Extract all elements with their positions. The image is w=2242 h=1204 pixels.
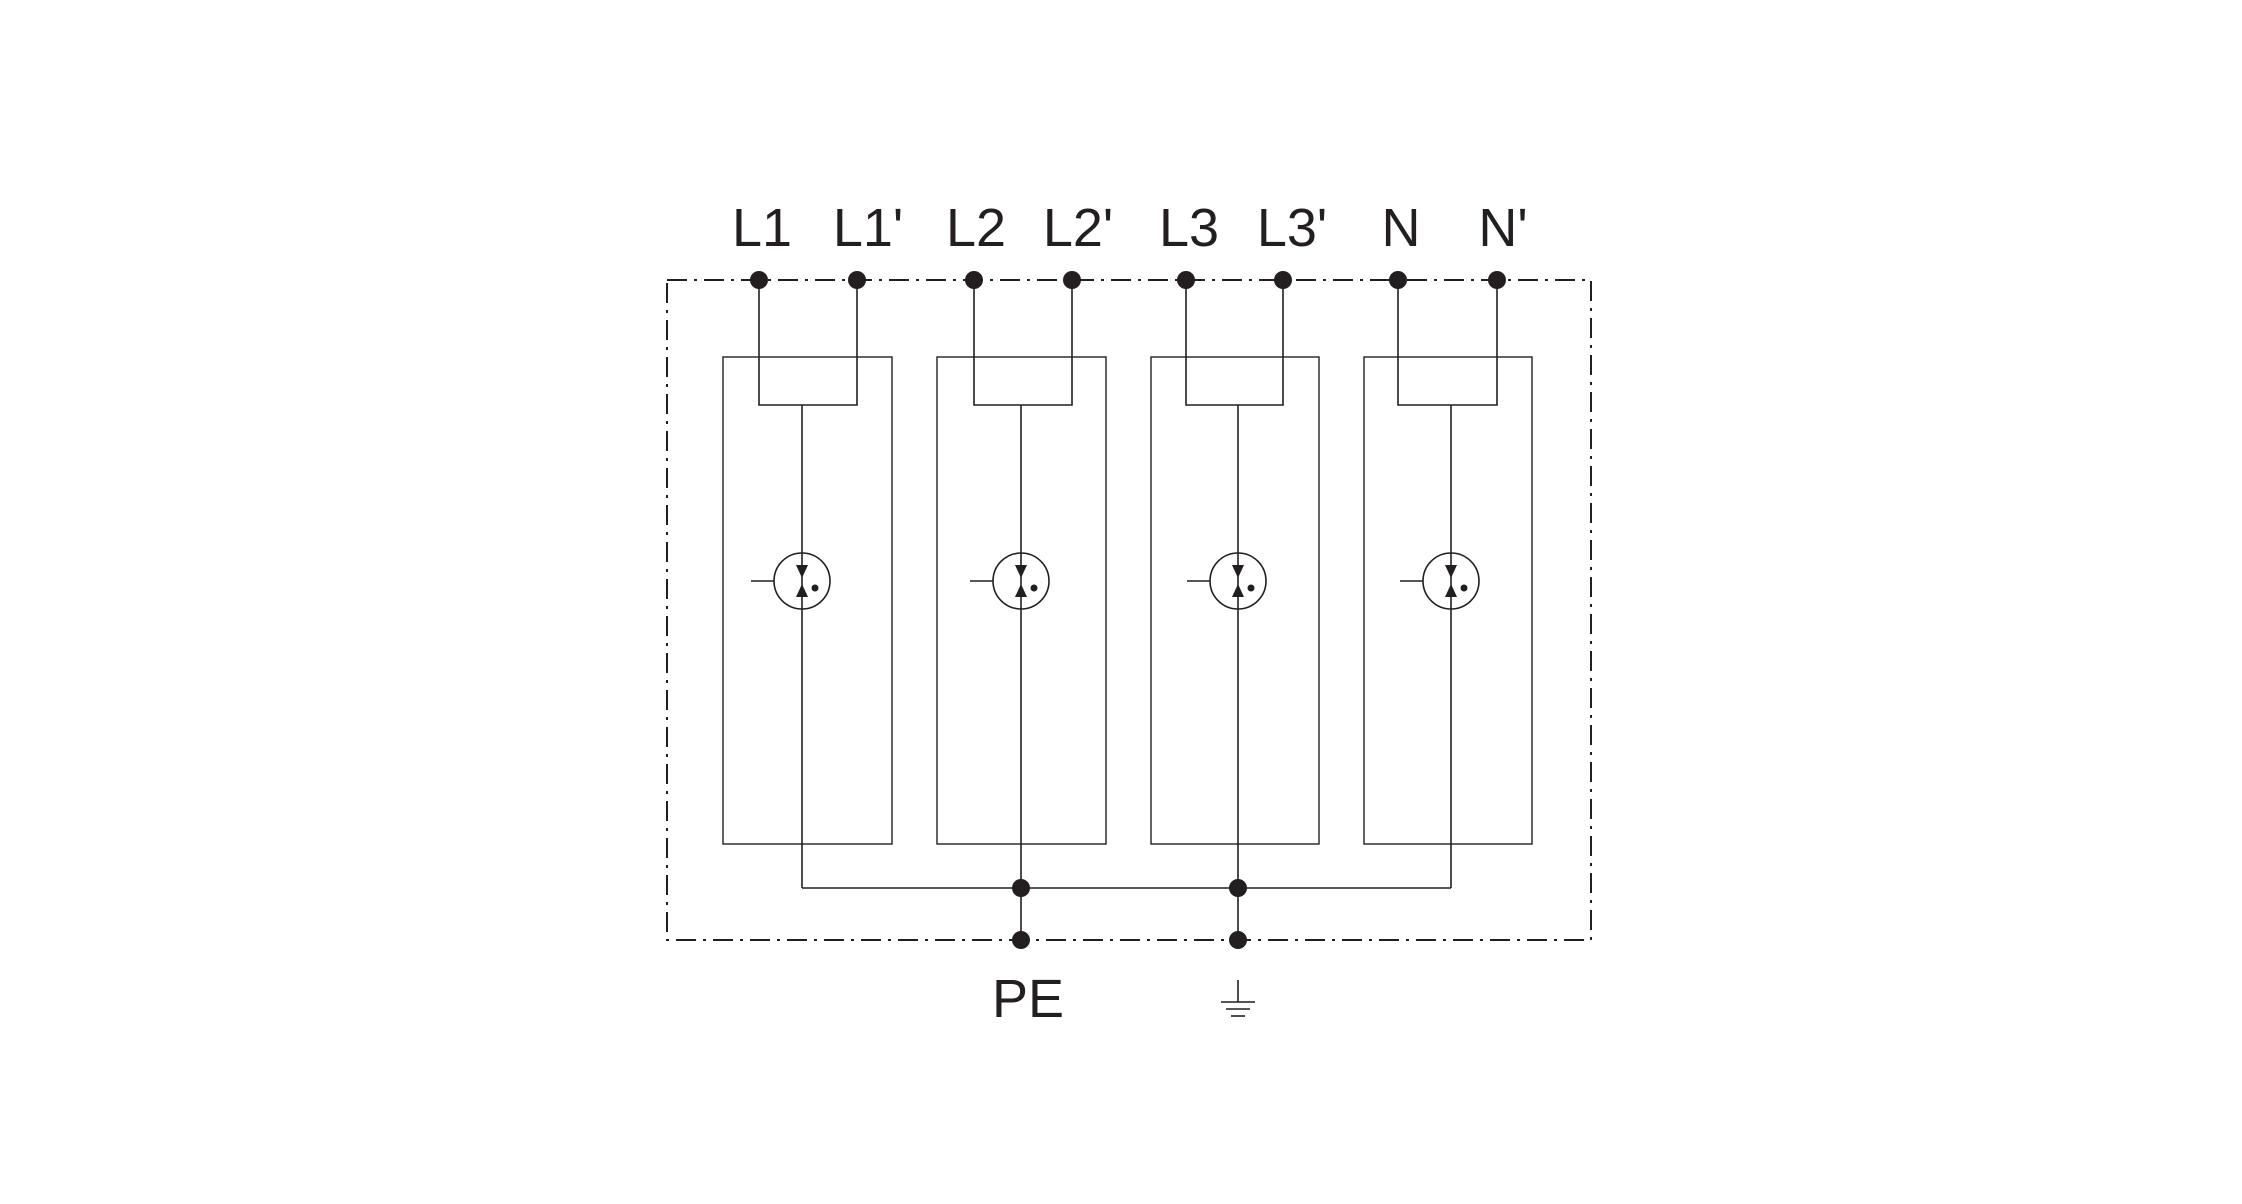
module-l2 — [936, 280, 1107, 888]
terminal-bridge — [973, 280, 1073, 406]
terminal-nodes — [750, 271, 1506, 949]
terminal-label-l2: L2 — [946, 198, 1006, 258]
terminal-label-pe: PE — [992, 969, 1064, 1029]
terminal-label-np: N' — [1478, 198, 1527, 258]
junction-node-ground — [1229, 879, 1247, 897]
terminal-label-n: N — [1382, 198, 1421, 258]
module-housing — [1150, 356, 1320, 845]
module-housing — [722, 356, 893, 845]
common-bus — [802, 887, 1451, 940]
module-l3 — [1150, 280, 1320, 888]
terminal-label-l3: L3 — [1159, 198, 1219, 258]
protection-modules — [722, 280, 1533, 888]
terminal-label-l1: L1 — [732, 198, 792, 258]
terminal-node-l1 — [750, 271, 768, 289]
terminal-node-l3 — [1177, 271, 1195, 289]
terminal-bridge — [1185, 280, 1284, 406]
surge-protection-element-icon — [773, 552, 831, 610]
terminal-node-ground — [1229, 931, 1247, 949]
terminal-node-l3p — [1274, 271, 1292, 289]
top-terminal-labels: L1 L1' L2 L2' L3 L3' N N' — [732, 198, 1528, 258]
terminal-label-l1p: L1' — [833, 198, 903, 258]
terminal-label-l3p: L3' — [1257, 198, 1327, 258]
terminal-node-l2 — [965, 271, 983, 289]
surge-protection-element-icon — [1209, 552, 1267, 610]
ground-symbol-icon — [1221, 980, 1255, 1017]
enclosure-boundary — [666, 279, 1592, 941]
terminal-node-pe — [1012, 931, 1030, 949]
terminal-node-np — [1488, 271, 1506, 289]
terminal-bridge — [758, 280, 858, 406]
terminal-node-n — [1389, 271, 1407, 289]
module-n — [1363, 280, 1533, 888]
module-housing — [1363, 356, 1533, 845]
terminal-node-l1p — [848, 271, 866, 289]
surge-protection-element-icon — [992, 552, 1050, 610]
junction-node-pe — [1012, 879, 1030, 897]
module-l1 — [722, 280, 893, 888]
surge-protection-element-icon — [1422, 552, 1480, 610]
terminal-label-l2p: L2' — [1043, 198, 1113, 258]
terminal-bridge — [1397, 280, 1498, 406]
terminal-node-l2p — [1063, 271, 1081, 289]
